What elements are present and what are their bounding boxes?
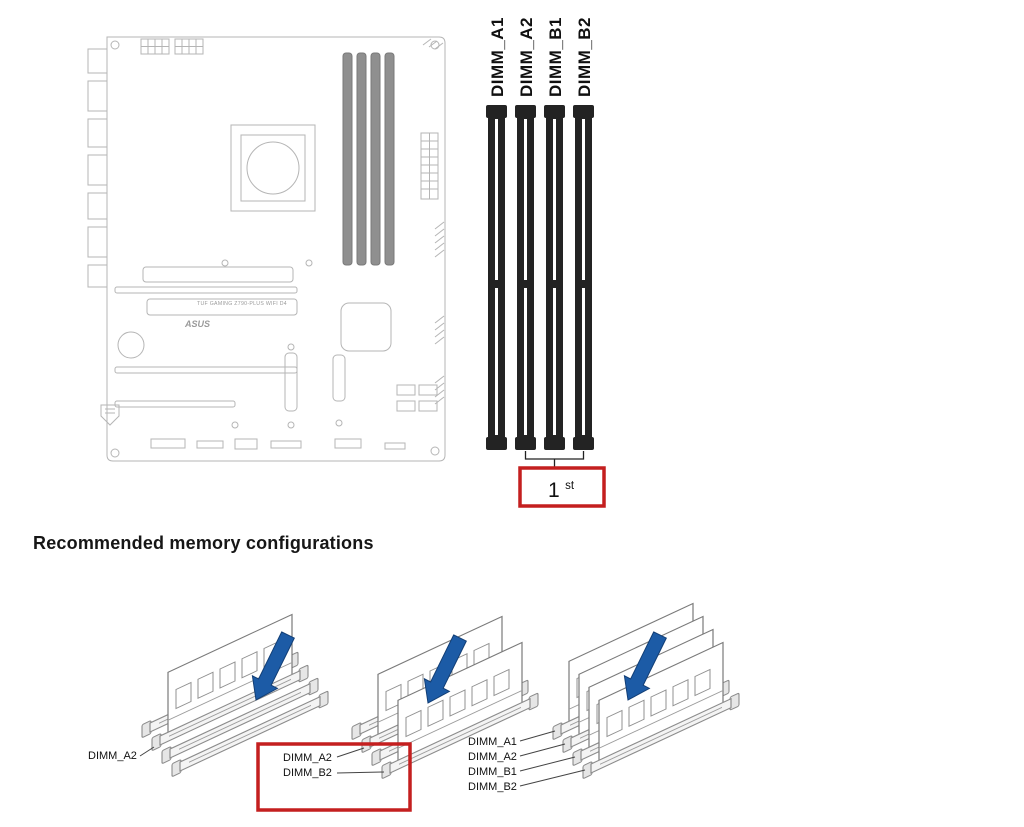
dimm-label: DIMM_A1 [468, 736, 517, 748]
tuf-logo [100, 404, 120, 426]
dimm-slot-graphic [544, 105, 565, 450]
board-brand-logo: ASUS [184, 319, 210, 329]
leader-line [519, 743, 566, 757]
memory-config-quad: DIMM_A1 DIMM_A2 DIMM_B1 DIMM_B2 [468, 602, 740, 793]
dimm-slot-graphic [486, 105, 507, 450]
dimm-label: DIMM_B1 [468, 766, 517, 778]
leader-line [139, 746, 155, 757]
motherboard-diagram: TUF GAMING Z790-PLUS WIFI D4 ASUS [87, 36, 446, 462]
memory-config-single: DIMM_A2 [88, 613, 329, 777]
leader-line [519, 730, 556, 742]
dimm-slot-label: DIMM_B2 [575, 17, 594, 97]
leader-line [336, 771, 385, 774]
dimm-slot-label: DIMM_A2 [517, 17, 536, 97]
board-dimm-slots [342, 52, 395, 266]
leader-line [519, 769, 586, 787]
first-slot-label: 1 st [548, 479, 575, 502]
cpu-socket [230, 124, 316, 212]
first-slot-bracket [524, 451, 585, 468]
dimm-label: DIMM_A2 [468, 751, 517, 763]
dimm-socket [381, 692, 539, 779]
dimm-module [167, 613, 293, 738]
dimm-label: DIMM_A2 [88, 750, 137, 762]
section-heading: Recommended memory configurations [33, 533, 374, 553]
dimm-socket [171, 690, 329, 777]
board-model-text: TUF GAMING Z790-PLUS WIFI D4 [197, 301, 287, 307]
dimm-slot-graphic [573, 105, 594, 450]
dimm-slot-label: DIMM_B1 [546, 17, 565, 97]
dimm-slot-label: DIMM_A1 [488, 17, 507, 97]
insert-arrow-icon [623, 631, 667, 701]
dimm-label: DIMM_A2 [283, 752, 332, 764]
dimm-socket [161, 677, 319, 764]
insert-arrow-icon [423, 634, 467, 704]
dimm-module [397, 641, 523, 766]
leader-line [519, 756, 576, 772]
dimm-label: DIMM_B2 [468, 781, 517, 793]
insert-arrow-icon [251, 631, 295, 701]
dimm-slot-graphic [515, 105, 536, 450]
cmos-battery [117, 331, 145, 359]
memory-config-dual: DIMM_A2 DIMM_B2 [256, 615, 539, 812]
leader-line [336, 747, 365, 758]
first-slot-highlight [518, 466, 606, 508]
dual-channel-highlight [256, 742, 412, 812]
dimm-label: DIMM_B2 [283, 767, 332, 779]
dimm-socket [582, 692, 740, 779]
dimm-slots-figure: DIMM_A1 DIMM_A2 DIMM_B1 DIMM_B2 [486, 17, 606, 508]
